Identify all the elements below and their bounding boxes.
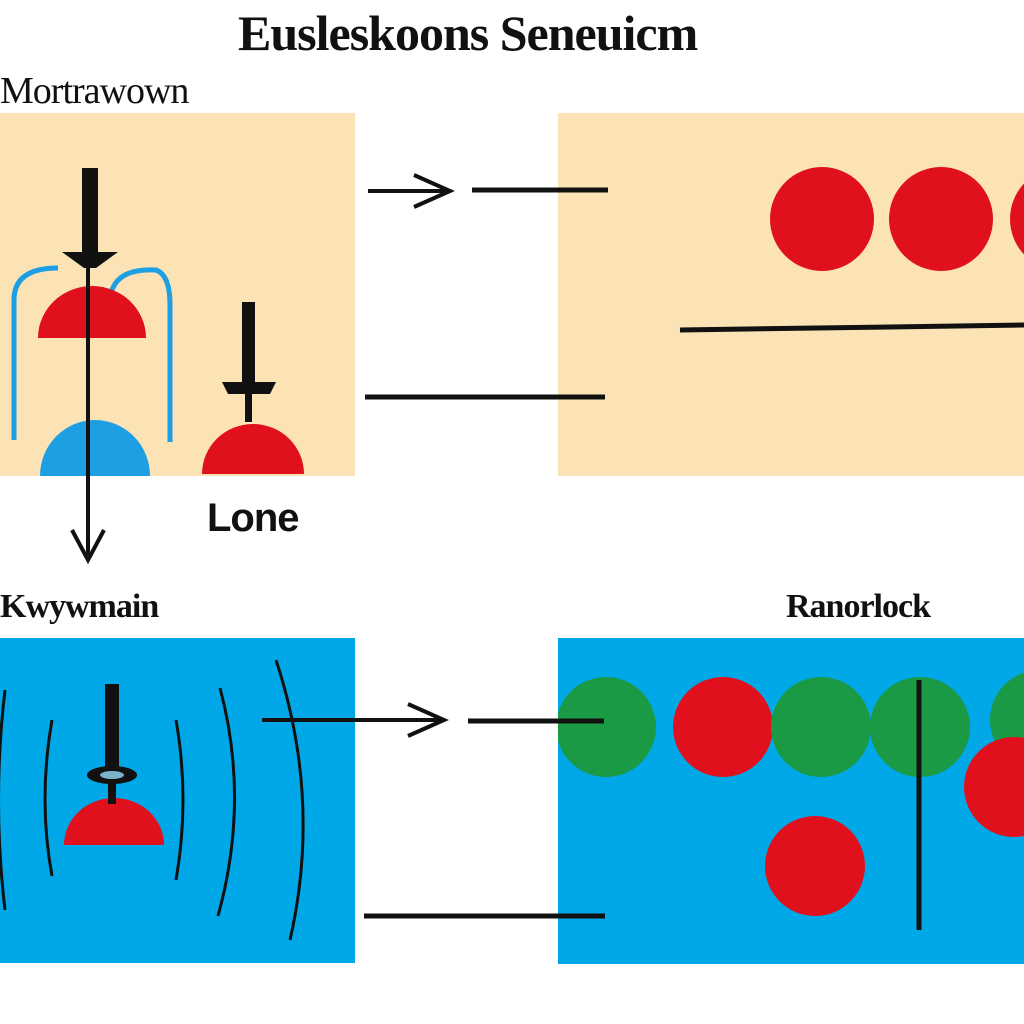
label-lone: Lone [207, 496, 300, 540]
blue-dome [40, 420, 150, 476]
red-dome-bottom [64, 798, 164, 845]
top-right-figure [679, 167, 1024, 333]
arrow-right-icon [368, 173, 455, 209]
label-top-left: Mortrawown [0, 70, 189, 112]
pin-icon [87, 684, 137, 804]
arrow-down-icon [70, 266, 106, 565]
panel-top-right [558, 113, 1024, 476]
blue-arc-left [11, 265, 59, 440]
ball-icon [1010, 183, 1024, 255]
ball-icon [889, 167, 993, 271]
ball-icon [673, 677, 773, 777]
panel-top-left [0, 113, 355, 476]
ball-icon [770, 167, 874, 271]
ball-icon [964, 737, 1024, 837]
red-dome-right [202, 424, 304, 474]
red-dome-top [38, 286, 146, 338]
label-bottom-left: Kwywmain [0, 588, 159, 625]
pin-icon [62, 168, 118, 268]
label-bottom-right: Ranorlock [786, 588, 931, 625]
arrow-right-icon [262, 702, 449, 738]
top-left-figure [11, 265, 304, 476]
bottom-left-figure [0, 659, 305, 941]
ball-icon [558, 677, 656, 777]
ball-icon [771, 677, 871, 777]
page-title: Eusleskoons Seneuicm [238, 5, 698, 61]
bottom-right-figure [558, 672, 1024, 930]
blue-arc-right [109, 267, 173, 442]
pin-icon [222, 302, 276, 422]
ball-icon [765, 816, 865, 916]
divider-line [679, 322, 1024, 333]
